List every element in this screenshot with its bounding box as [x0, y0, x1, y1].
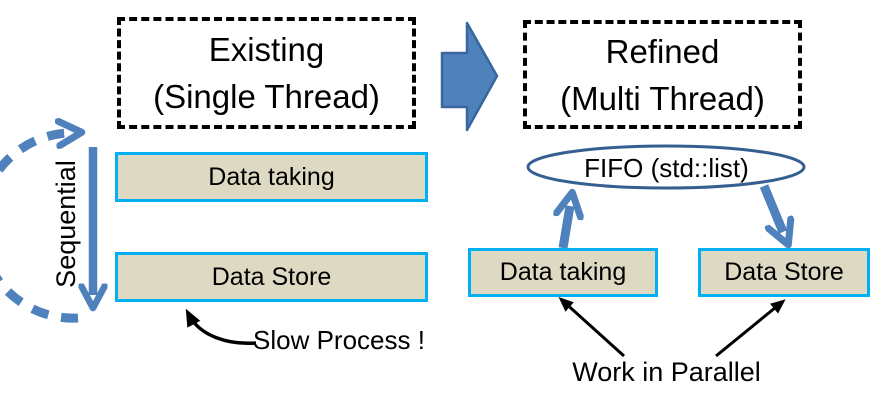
left-data-taking-label: Data taking: [208, 162, 335, 191]
right-data-taking-box: Data taking: [468, 248, 658, 297]
right-block-arrow-icon: [440, 21, 499, 132]
fifo-label: FIFO (std::list): [584, 152, 749, 183]
work-in-parallel-note: Work in Parallel: [572, 357, 761, 387]
thin-pointer-arrow-left-icon: [558, 296, 626, 358]
thin-pointer-arrow-right-icon: [715, 299, 786, 358]
refined-title-line2: (Multi Thread): [560, 79, 765, 117]
right-data-store-box: Data Store: [698, 248, 870, 297]
fifo-ellipse: [526, 144, 806, 190]
slow-process-note: Slow Process !: [253, 325, 425, 355]
existing-title-line1: Existing: [208, 31, 325, 68]
up-arrow-icon: [563, 206, 570, 249]
sequential-label: Sequential: [50, 160, 81, 288]
left-data-store-label: Data Store: [211, 262, 332, 291]
down-right-arrow-icon: [759, 184, 783, 232]
slow-process-pointer-arrow-icon: [185, 308, 257, 346]
dashed-curve-arrow-icon: [0, 133, 78, 323]
left-data-store-box: Data Store: [115, 252, 428, 302]
refined-title-box: Refined (Multi Thread): [523, 20, 802, 129]
refined-title-line1: Refined: [605, 32, 720, 70]
right-data-store-label: Data Store: [724, 258, 844, 286]
left-data-taking-box: Data taking: [115, 152, 428, 202]
existing-title-line2: (Single Thread): [153, 78, 380, 115]
existing-title-box: Existing (Single Thread): [117, 17, 416, 129]
right-data-taking-label: Data taking: [499, 258, 627, 286]
